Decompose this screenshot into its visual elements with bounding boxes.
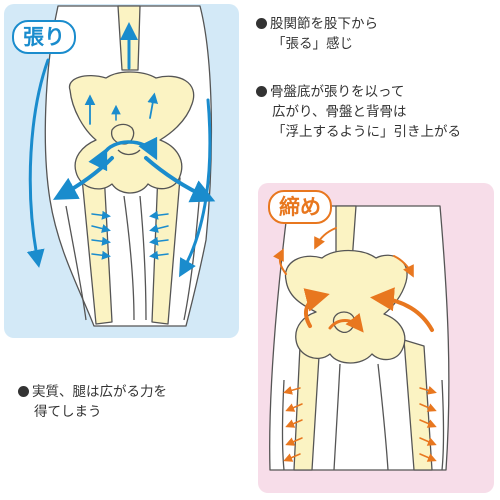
note-2-line-1: 骨盤底が張りを以って <box>270 84 405 100</box>
expand-label: 張り <box>12 20 76 54</box>
note-1-line-2: 「張る」感じ <box>272 36 353 52</box>
bullet-icon <box>256 18 267 29</box>
note-thigh-force: 実質、腿は広がる力を 得てしまう <box>18 382 167 422</box>
expand-left-leg-line <box>65 205 87 321</box>
expand-arrow-arc <box>88 136 158 172</box>
expand-arrow-left-down <box>26 58 50 268</box>
tighten-arrow-in-left <box>303 288 330 328</box>
tighten-right-femur <box>403 339 433 471</box>
tighten-label: 締め <box>268 190 332 224</box>
note-2-line-2: 広がり、骨盤と背骨は <box>272 104 407 120</box>
note-3-line-2: 得てしまう <box>34 404 102 420</box>
tighten-arrow-arc <box>328 313 364 333</box>
bullet-icon <box>256 86 267 97</box>
tighten-arrow-in-right <box>370 287 434 332</box>
tighten-figure <box>269 205 450 471</box>
tighten-arrows <box>273 227 437 462</box>
expand-arrows <box>26 22 216 278</box>
note-pelvic-floor: 骨盤底が張りを以って 広がり、骨盤と背骨は 「浮上するように」引き上がる <box>256 82 461 142</box>
note-3-line-1: 実質、腿は広がる力を <box>32 384 167 400</box>
note-hip-expand: 股関節を股下から 「張る」感じ <box>256 14 378 54</box>
tighten-pelvis <box>284 249 408 364</box>
note-1-line-1: 股関節を股下から <box>270 16 378 32</box>
bullet-icon <box>18 386 29 397</box>
note-2-line-3: 「浮上するように」引き上がる <box>272 124 461 140</box>
